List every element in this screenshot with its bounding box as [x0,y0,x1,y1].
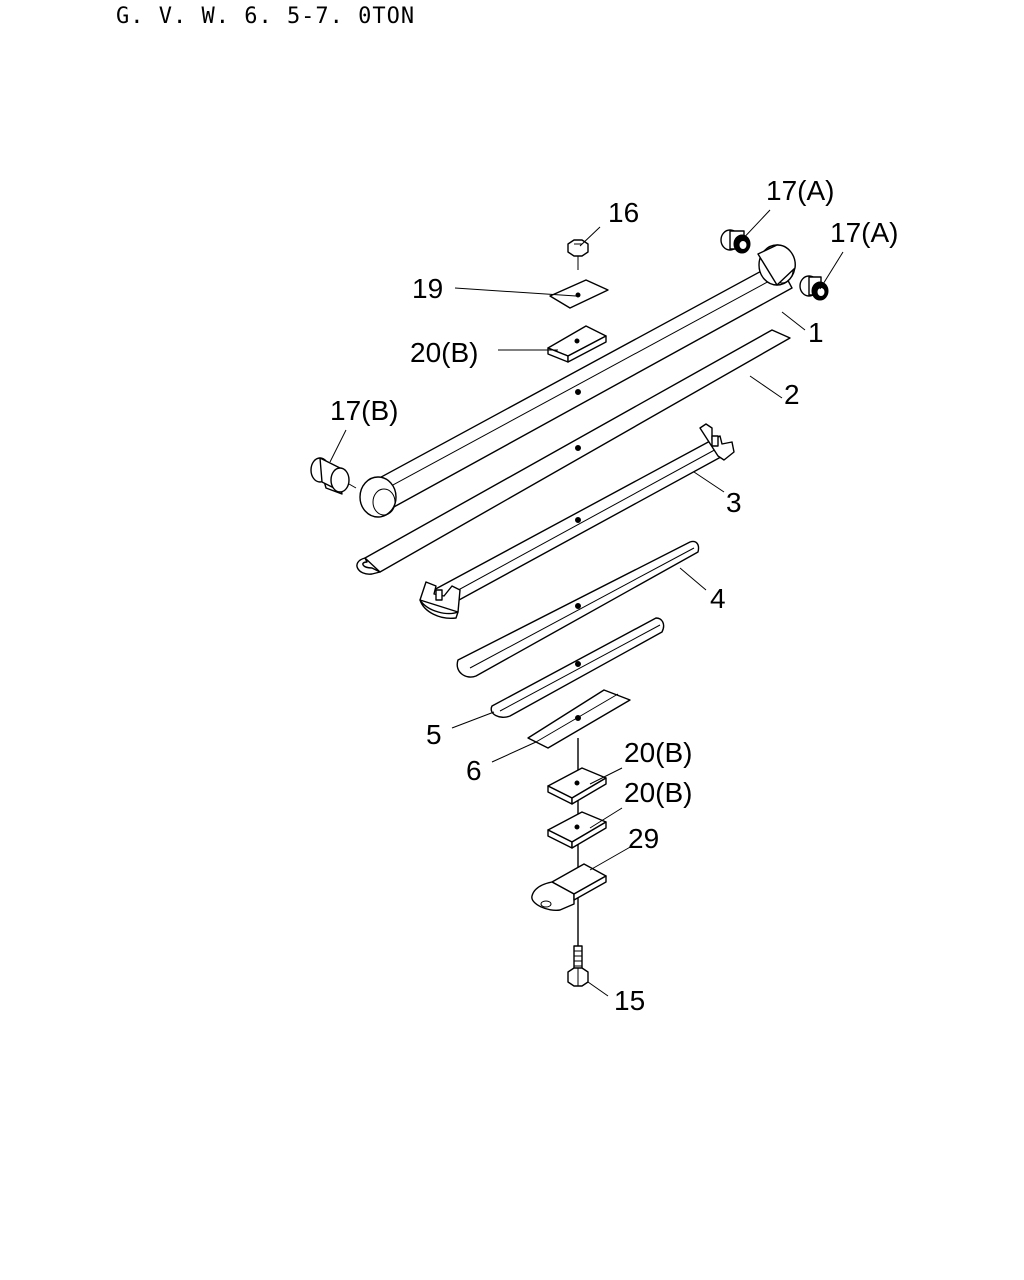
callout-20b-top: 20(B) [410,337,478,368]
callout-17a-top: 17(A) [766,175,834,206]
diagram-title: G. V. W. 6. 5-7. 0TON [116,4,416,29]
callout-6: 6 [466,755,482,786]
spring-seat-part-29[interactable] [531,863,607,911]
plate-part-20b-low[interactable] [547,811,607,849]
callout-29: 29 [628,823,659,854]
callout-17b: 17(B) [330,395,398,426]
callout-1: 1 [808,317,824,348]
plate-part-20b-mid[interactable] [547,767,607,805]
bushing-17a-top[interactable] [720,229,751,254]
plate-part-19[interactable] [549,279,609,309]
callout-4: 4 [710,583,726,614]
callout-5: 5 [426,719,442,750]
leaf-part-6[interactable] [527,689,631,749]
callout-2: 2 [784,379,800,410]
leader-lines [329,209,844,997]
callout-3: 3 [726,487,742,518]
callout-16: 16 [608,197,639,228]
third-leaf-part-3[interactable] [419,423,735,619]
bushing-17a-right[interactable] [799,275,829,301]
callout-19: 19 [412,273,443,304]
leaf-part-4[interactable] [456,540,700,678]
nut-part-16[interactable] [567,239,589,270]
callout-17a-right: 17(A) [830,217,898,248]
plate-part-20b-top[interactable] [547,325,607,363]
bushing-17b[interactable] [310,457,357,495]
bolt-part-15[interactable] [567,945,589,987]
callout-15: 15 [614,985,645,1016]
callout-20b-low: 20(B) [624,777,692,808]
second-leaf-part-2[interactable] [356,329,791,575]
callout-20b-mid: 20(B) [624,737,692,768]
main-leaf-part-1[interactable] [359,244,796,518]
